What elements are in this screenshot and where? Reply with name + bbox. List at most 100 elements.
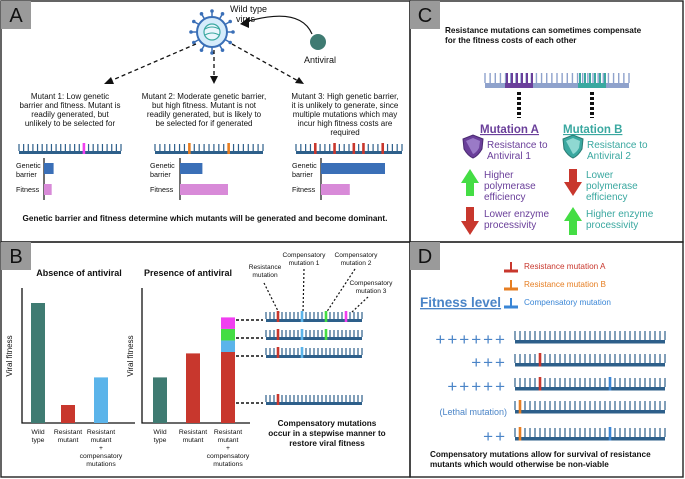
virus-icon — [189, 9, 235, 55]
text-line: mutation 2 — [341, 260, 372, 267]
text-line: Mutant 3: High genetic barrier, — [291, 92, 398, 101]
text-line: compensatory — [80, 453, 123, 460]
absence-bar — [61, 405, 75, 423]
stack-seg-comp1 — [221, 340, 235, 352]
text-line: mutant — [218, 437, 239, 444]
shield-b-highlight — [566, 138, 580, 154]
fitness-label: Fitness — [150, 185, 174, 194]
text-line: mutation 1 — [289, 260, 320, 267]
strand-backbone — [515, 387, 665, 391]
panel-letter-a: A — [1, 1, 31, 29]
mutation-arrows — [107, 43, 301, 83]
text-line: for the fitness costs of each other — [445, 36, 577, 45]
text-line: Wild — [31, 429, 44, 436]
panel-letter-c-text: C — [418, 5, 432, 27]
fitness-bar — [321, 184, 350, 195]
strand-backbone — [19, 151, 121, 154]
text-line: mutants which would otherwise be non-via… — [430, 460, 609, 469]
panel-a-strands — [18, 143, 403, 154]
text-line: Antiviral 2 — [587, 151, 631, 162]
fitness-row-label: +++++ — [447, 377, 507, 396]
text-line: Higher enzyme — [586, 209, 654, 220]
strand-backbone — [155, 151, 263, 154]
strand-backbone — [266, 319, 362, 322]
legend-a-text: Resistance mutation A — [524, 262, 606, 271]
text-line: Resistance to — [587, 140, 648, 151]
panel-c-title: Resistance mutations can sometimes compe… — [445, 26, 642, 45]
red-down-arrow-a — [461, 207, 479, 235]
text-line: Lower enzyme — [484, 209, 549, 220]
green-up-arrow-b — [564, 207, 582, 235]
fitness-row-label: ++ — [483, 427, 507, 446]
text-line: incur high fitness costs are — [298, 119, 393, 128]
panel-a-caption: Genetic barrier and fitness determine wh… — [23, 214, 388, 223]
legend-comp-text: Compensatory mutation — [524, 298, 611, 307]
absence-bar — [94, 377, 108, 423]
fitness-row-label: +++ — [471, 353, 507, 372]
text-line: processivity — [586, 220, 638, 231]
text-line: processivity — [484, 220, 536, 231]
fitness-bar — [44, 184, 52, 195]
text-line: mutations — [213, 461, 243, 468]
shield-a-highlight — [466, 138, 480, 154]
text-line: Wild — [153, 429, 166, 436]
text-line: Resistant — [214, 429, 242, 436]
text-line: compensatory — [207, 453, 250, 460]
legend-b — [504, 280, 518, 291]
fitness-label: Fitness — [16, 185, 40, 194]
virus-spike-tip — [228, 40, 232, 45]
absence-ylabel: Viral fitness — [5, 335, 14, 376]
text-line: mutations — [86, 461, 116, 468]
text-line: readily generated, but is likely to — [147, 110, 262, 119]
mutation-a-segment — [505, 83, 533, 88]
virus-spike-tip — [231, 30, 235, 34]
text-line: polymerase — [586, 181, 638, 192]
stack-seg-comp2 — [221, 328, 235, 341]
antiviral-arrowhead — [240, 17, 249, 28]
text-line: efficiency — [484, 192, 526, 203]
text-line: required — [330, 128, 359, 137]
text-line: Compensatory — [283, 252, 327, 259]
strand-backbone — [515, 437, 665, 441]
genetic-barrier-label: Genetic — [16, 161, 41, 170]
genetic-barrier-bar — [44, 163, 54, 174]
panel-d-border — [409, 241, 684, 478]
virus-label-2: virus — [236, 14, 256, 24]
panel-letter-c: C — [410, 1, 440, 29]
text-line: Compensatory mutations — [278, 419, 377, 428]
genetic-barrier-label: barrier — [292, 170, 313, 179]
text-line: type — [154, 437, 167, 444]
virus-spike-tip — [189, 30, 193, 34]
absence-bar — [31, 303, 45, 423]
virus-spike-tip — [192, 40, 196, 45]
text-line: Mutant 1: Low genetic — [31, 92, 109, 101]
strand-backbone — [266, 402, 362, 405]
virus-spike-tip — [220, 48, 225, 52]
text-line: multiple mutations which may — [293, 110, 397, 119]
text-line: Resistance mutations can sometimes compe… — [445, 26, 642, 35]
absence-title: Absence of antiviral — [36, 268, 122, 278]
text-line: mutant — [58, 437, 79, 444]
presence-title: Presence of antiviral — [144, 268, 232, 278]
fitness-level-title: Fitness level — [420, 295, 501, 310]
panel-letter-a-text: A — [9, 5, 23, 27]
mutation-a-title: Mutation A — [480, 124, 539, 136]
antiviral-icon — [310, 34, 326, 50]
arrowhead-2 — [210, 76, 218, 84]
genetic-barrier-bar — [321, 163, 385, 174]
legend-b-text: Resistance mutation B — [524, 280, 606, 289]
virus-spike-tip — [220, 12, 225, 16]
mutation-b-segment — [578, 83, 606, 88]
virus-spike-tip — [199, 12, 204, 16]
panel-b-bars — [31, 303, 235, 423]
text-line: readily generated, but — [31, 110, 109, 119]
genetic-barrier-label: Genetic — [150, 161, 175, 170]
text-line: Resistance to — [487, 140, 548, 151]
